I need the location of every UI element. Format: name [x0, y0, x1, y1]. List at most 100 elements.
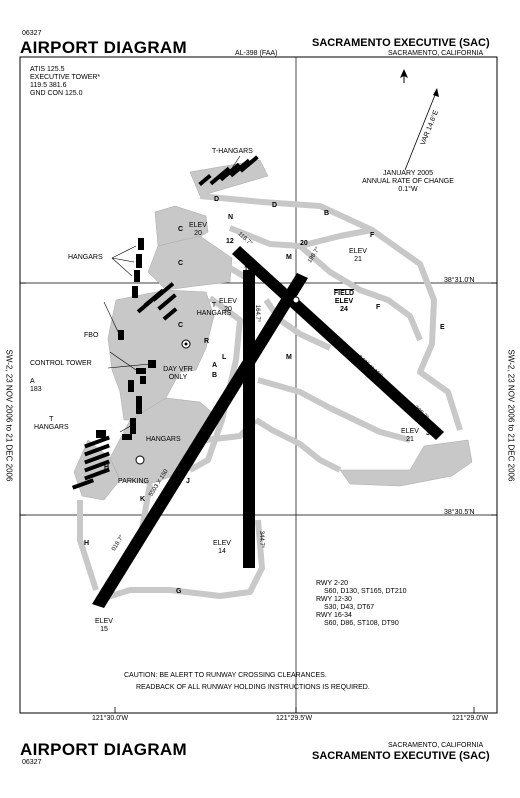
label-day-vfr-2: ONLY	[168, 374, 188, 381]
elev-34: ELEV 14	[210, 540, 234, 556]
lat-label-1: 38°31.0'N	[444, 277, 475, 284]
label-hangars-left: HANGARS	[68, 254, 103, 261]
tower-freq: 119.5 381.6	[30, 82, 67, 89]
elev-30-label: ELEV	[401, 428, 419, 435]
runway-number-12: 12	[226, 238, 234, 245]
label-hangars-low: HANGARS	[146, 436, 181, 443]
label-a: A	[30, 378, 35, 385]
field-elev-marker	[292, 296, 300, 304]
label-day-vfr-1: DAY VFR	[163, 366, 193, 373]
runway-16-34	[243, 270, 255, 568]
map-frame	[19, 56, 498, 714]
elev-20: ELEV 20	[186, 222, 210, 238]
north-arrow-icon	[400, 69, 408, 83]
taxiway-c-1: C	[178, 226, 184, 233]
label-a-elev: 183	[30, 386, 42, 393]
footer-chart-id: 06327	[22, 759, 42, 766]
caution-line-1: CAUTION: BE ALERT TO RUNWAY CROSSING CLE…	[124, 672, 327, 679]
runway-dim-16-34: 3836 X 100	[240, 418, 247, 449]
elev-2: ELEV 15	[92, 618, 116, 634]
runway-number-30: 30	[426, 430, 434, 437]
rwy-strength-label: RWY 16-34	[316, 612, 352, 619]
label-t-hangars-mid: T HANGARS	[194, 302, 234, 318]
rwy-strength-row: RWY 16-34	[316, 612, 407, 620]
tower-label: EXECUTIVE TOWER*	[30, 74, 101, 81]
elev-30: ELEV 21	[398, 428, 422, 444]
hangar-buildings	[71, 155, 259, 490]
taxiway-h-1: H	[104, 464, 110, 471]
label-parking: PARKING	[118, 478, 149, 485]
rwy-strength-data: S30, D43, DT67	[324, 604, 375, 611]
runway-hdg-16: 164.7°	[254, 304, 261, 323]
elev-2-label: ELEV	[95, 618, 113, 625]
taxiway-b: B	[324, 210, 330, 217]
beacon-icon	[135, 455, 145, 465]
frequency-box: ATIS 125.5 EXECUTIVE TOWER* 119.5 381.6 …	[30, 66, 100, 98]
taxiway-j: J	[186, 478, 190, 485]
label-t-hangars-mid-1: T	[211, 302, 217, 309]
elev-16-label: ELEV	[219, 298, 237, 305]
elev-20-label: ELEV	[189, 222, 207, 229]
taxiway-k: K	[140, 496, 146, 503]
lon-label-2: 121°29.5'W	[276, 715, 313, 722]
label-t-hangars-low: T HANGARS	[34, 416, 69, 432]
runway-number-2-20-end: 20	[300, 240, 308, 247]
lat-label-2: 38°30.5'N	[444, 509, 475, 516]
elev-12-value: 21	[354, 256, 362, 263]
elev-34-label: ELEV	[213, 540, 231, 547]
field-elev-3: 24	[340, 306, 348, 313]
taxiway-m-1: M	[286, 254, 292, 261]
chart-id: 06327	[22, 30, 42, 37]
rwy-strength-data: S60, D130, ST165, DT210	[324, 588, 407, 595]
runways	[92, 246, 444, 608]
footer-city-state: SACRAMENTO, CALIFORNIA	[388, 742, 484, 749]
runway-2-20	[92, 273, 308, 608]
airport-name: SACRAMENTO EXECUTIVE (SAC)	[312, 37, 490, 49]
rwy-strength-label: RWY 2-20	[316, 580, 349, 587]
page-title: AIRPORT DIAGRAM	[20, 38, 187, 57]
taxiway-f-1: F	[370, 232, 375, 239]
runway-strength-table: RWY 2-20 S60, D130, ST165, DT210 RWY 12-…	[316, 580, 407, 628]
city-state: SACRAMENTO, CALIFORNIA	[388, 50, 484, 57]
rwy-strength-row: RWY 2-20	[316, 580, 407, 588]
taxiway-c-3: C	[178, 322, 184, 329]
taxiway-r: R	[204, 338, 210, 345]
leader-lines	[103, 155, 241, 433]
elev-16: ELEV 20	[216, 298, 240, 314]
runway-number-16: 16	[244, 266, 252, 273]
chart-code: AL-398 (FAA)	[235, 50, 278, 57]
footer-airport-name: SACRAMENTO EXECUTIVE (SAC)	[312, 750, 490, 762]
elev-2-value: 15	[100, 626, 108, 633]
field-elev-1: FIELD	[333, 290, 355, 297]
elev-34-value: 14	[218, 548, 226, 555]
footer-title: AIRPORT DIAGRAM	[20, 740, 187, 759]
rwy-strength-label: RWY 12-30	[316, 596, 352, 603]
field-elevation: FIELD ELEV 24	[326, 290, 362, 314]
taxiway-a: A	[212, 362, 218, 369]
runway-hdg-34: 344.7°	[258, 530, 265, 549]
label-t-hangars-low-1: T	[49, 416, 54, 423]
lon-label-3: 121°29.0'W	[452, 715, 489, 722]
label-day-vfr: DAY VFR ONLY	[158, 366, 198, 382]
label-t-hangars-mid-2: HANGARS	[196, 310, 232, 317]
ticks	[20, 282, 497, 713]
elev-30-value: 21	[406, 436, 414, 443]
variation-box: JANUARY 2005 ANNUAL RATE OF CHANGE 0.1°W	[338, 170, 478, 194]
taxiway-e: E	[440, 324, 445, 331]
elev-20-value: 20	[194, 230, 202, 237]
taxiway-n: N	[228, 214, 234, 221]
taxiway-m-2: M	[286, 354, 292, 361]
runway-number-2: 2	[96, 596, 100, 603]
label-t-hangars-low-2: HANGARS	[34, 424, 69, 431]
label-fbo: FBO	[84, 332, 99, 339]
rwy-strength-data: S60, D86, ST108, DT90	[324, 620, 399, 627]
magnetic-north-arrow-icon	[404, 88, 439, 171]
atis-freq: ATIS 125.5	[30, 66, 65, 73]
runway-12-30	[232, 246, 444, 440]
taxiway-b-2: B	[212, 372, 218, 379]
elev-12: ELEV 21	[346, 248, 370, 264]
taxiway-l: L	[222, 354, 227, 361]
variation-rate-label: ANNUAL RATE OF CHANGE	[362, 178, 454, 185]
ground-freq: GND CON 125.0	[30, 90, 83, 97]
runway-number-34: 34	[244, 560, 252, 567]
